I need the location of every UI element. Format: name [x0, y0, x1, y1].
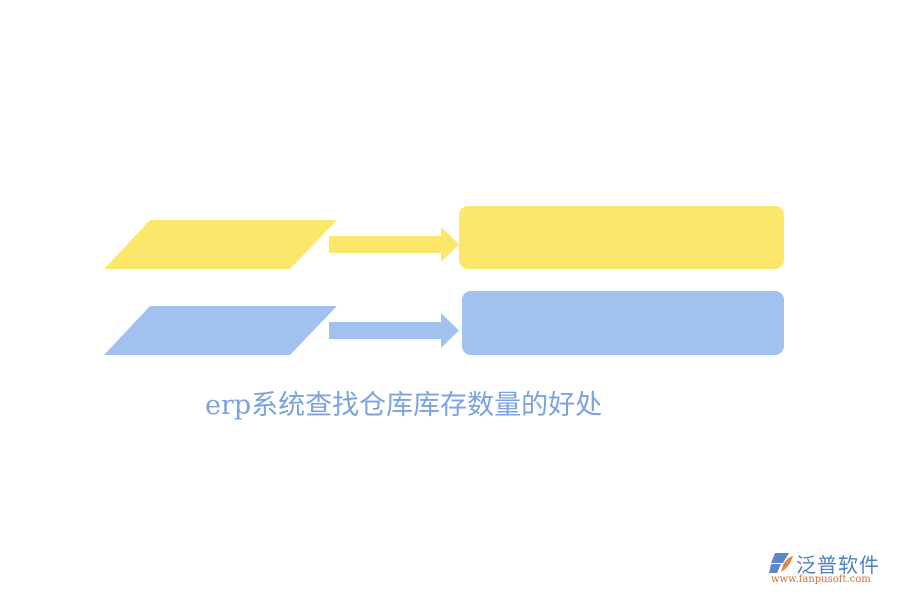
- arrow-right-2: [329, 313, 459, 348]
- logo-name: 泛普软件: [796, 553, 880, 577]
- diagram-title: erp系统查找仓库库存数量的好处: [205, 390, 603, 421]
- brand-logo: 泛普软件 www.fanpusoft.com: [769, 552, 894, 586]
- output-box-1: [459, 206, 784, 269]
- input-parallelogram-1: [104, 220, 337, 269]
- logo-url: www.fanpusoft.com: [771, 574, 871, 585]
- input-parallelogram-2: [104, 306, 337, 355]
- output-box-2: [462, 291, 784, 355]
- fanpu-logo-icon: [769, 553, 793, 573]
- arrow-right-1: [329, 227, 459, 262]
